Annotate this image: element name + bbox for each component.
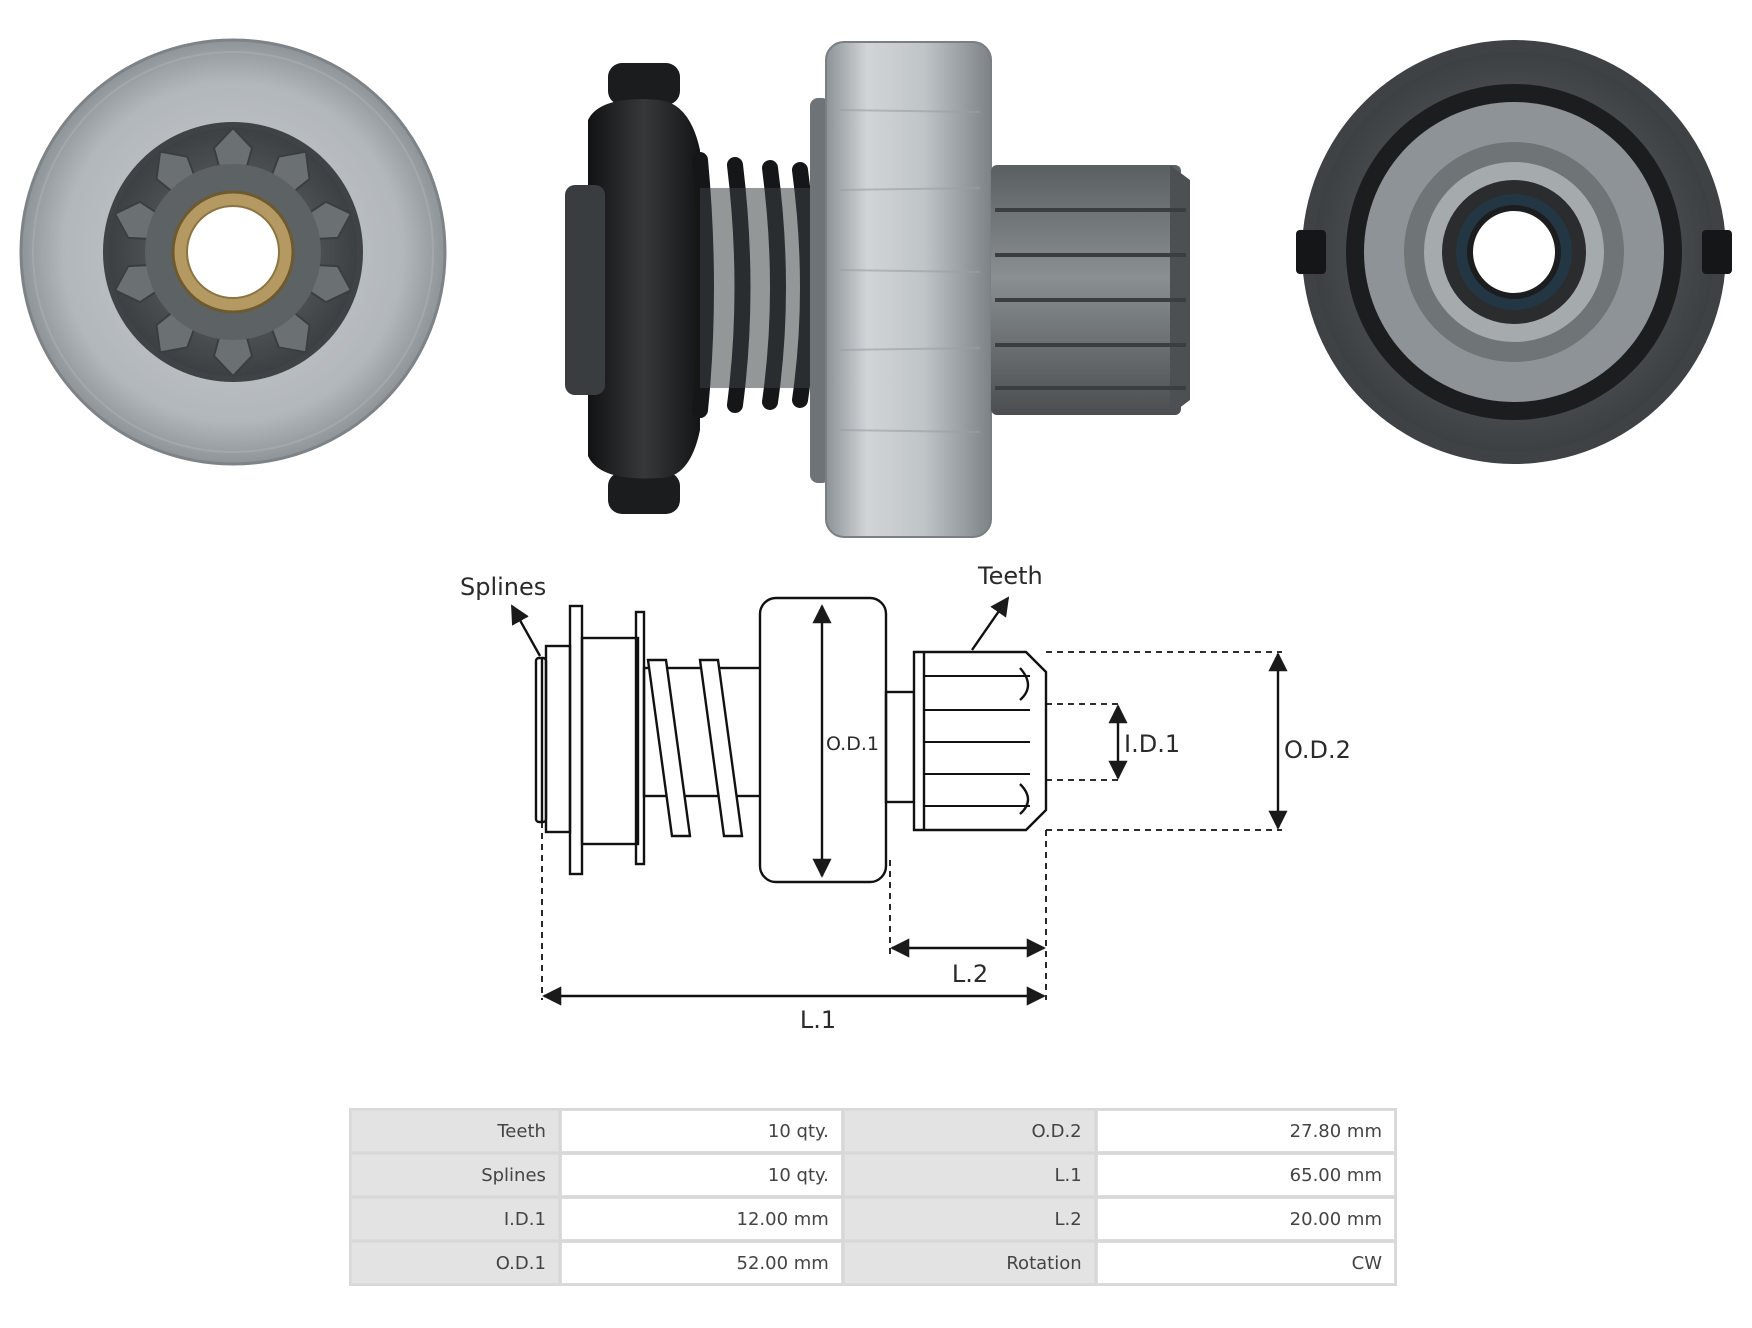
- side-view-photo: [565, 41, 1190, 538]
- spec-value: CW: [1096, 1242, 1395, 1284]
- spec-table: Teeth 10 qty. O.D.2 27.80 mm Splines 10 …: [349, 1108, 1397, 1286]
- label-l1: L.1: [800, 1006, 836, 1034]
- label-id1: I.D.1: [1124, 730, 1180, 758]
- label-splines: Splines: [460, 573, 546, 601]
- spec-key: Splines: [351, 1154, 559, 1196]
- spec-key: O.D.2: [843, 1110, 1095, 1152]
- label-teeth: Teeth: [977, 562, 1043, 590]
- pinion-grooves: [995, 208, 1186, 390]
- spec-value: 12.00 mm: [560, 1198, 842, 1240]
- spec-value: 65.00 mm: [1096, 1154, 1395, 1196]
- spec-value: 27.80 mm: [1096, 1110, 1395, 1152]
- spec-key: Rotation: [843, 1242, 1095, 1284]
- barrel-texture: [839, 109, 981, 433]
- front-view-photo: [19, 38, 447, 466]
- label-od1: O.D.1: [826, 733, 879, 755]
- rear-view-photo: [1296, 40, 1732, 464]
- spec-key: I.D.1: [351, 1198, 559, 1240]
- table-row: I.D.1 12.00 mm L.2 20.00 mm: [351, 1198, 1395, 1240]
- spec-value: 10 qty.: [560, 1154, 842, 1196]
- table-row: Splines 10 qty. L.1 65.00 mm: [351, 1154, 1395, 1196]
- spec-key: L.1: [843, 1154, 1095, 1196]
- table-row: Teeth 10 qty. O.D.2 27.80 mm: [351, 1110, 1395, 1152]
- spec-key: L.2: [843, 1198, 1095, 1240]
- table-row: O.D.1 52.00 mm Rotation CW: [351, 1242, 1395, 1284]
- spec-key: O.D.1: [351, 1242, 559, 1284]
- label-l2: L.2: [952, 960, 988, 988]
- label-od2: O.D.2: [1284, 736, 1351, 764]
- spec-value: 10 qty.: [560, 1110, 842, 1152]
- spec-key: Teeth: [351, 1110, 559, 1152]
- technical-drawing: [510, 596, 1288, 1006]
- spec-value: 52.00 mm: [560, 1242, 842, 1284]
- spec-value: 20.00 mm: [1096, 1198, 1395, 1240]
